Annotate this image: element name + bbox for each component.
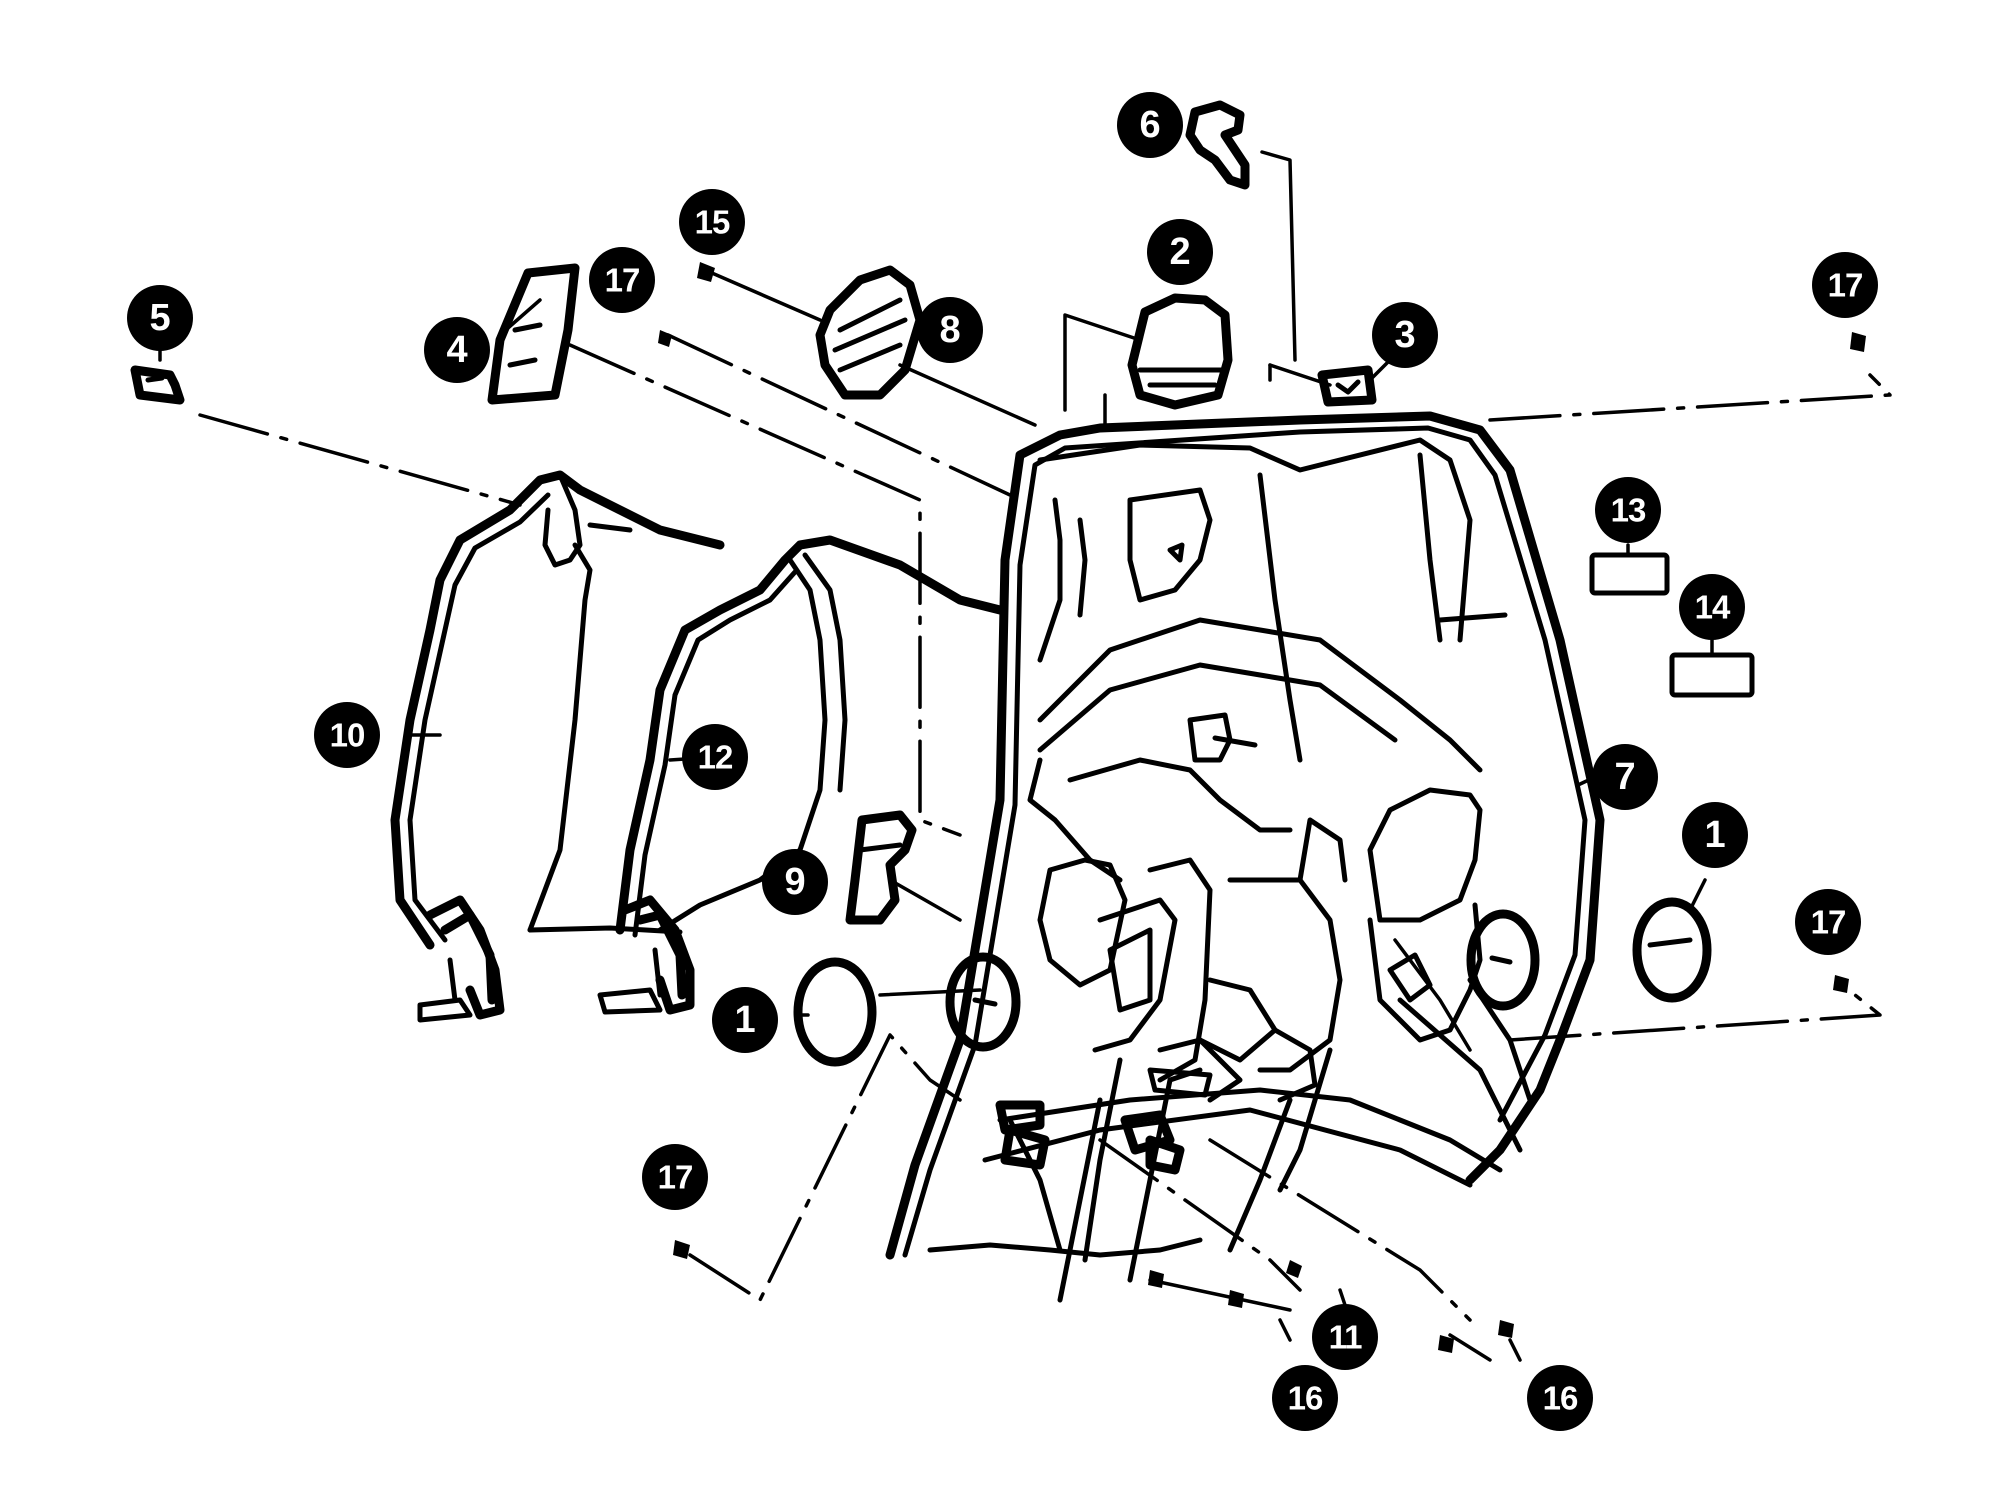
part-8-knob xyxy=(815,265,925,400)
svg-text:15: 15 xyxy=(695,204,730,241)
svg-text:13: 13 xyxy=(1611,492,1646,529)
callout-7: 7 xyxy=(1592,744,1658,810)
callout-8: 8 xyxy=(917,297,983,363)
svg-text:14: 14 xyxy=(1695,589,1731,626)
callout-12: 12 xyxy=(682,724,748,790)
part-5-clip xyxy=(130,365,185,405)
callout-3: 3 xyxy=(1372,302,1438,368)
svg-text:7: 7 xyxy=(1614,756,1635,798)
part-4-bracket xyxy=(487,263,580,405)
svg-text:11: 11 xyxy=(1329,1319,1363,1356)
screw-markers xyxy=(658,262,1866,1353)
part-14-label xyxy=(1669,652,1755,698)
callout-17-bottom-left: 17 xyxy=(642,1144,708,1210)
callout-1-right: 1 xyxy=(1682,802,1748,868)
callout-17-top-left: 17 xyxy=(589,247,655,313)
part-1-grommet-left-mount xyxy=(945,952,1021,1052)
part-1-grommet-right-mount xyxy=(1466,909,1540,1011)
part-9-bracket xyxy=(845,810,917,925)
svg-text:3: 3 xyxy=(1394,314,1415,356)
callout-15: 15 xyxy=(679,189,745,255)
callout-13: 13 xyxy=(1595,477,1661,543)
callout-6: 6 xyxy=(1117,92,1183,158)
svg-text:12: 12 xyxy=(698,739,733,776)
callout-17-top-right: 17 xyxy=(1812,252,1878,318)
svg-text:17: 17 xyxy=(658,1159,693,1196)
callout-4: 4 xyxy=(424,317,490,383)
callout-5: 5 xyxy=(127,285,193,351)
callout-9: 9 xyxy=(762,849,828,915)
seat-back-frame xyxy=(885,411,1605,1303)
part-3-clip xyxy=(1317,365,1377,407)
callout-2: 2 xyxy=(1147,219,1213,285)
svg-text:17: 17 xyxy=(1828,267,1863,304)
callout-11: 11 xyxy=(1312,1304,1378,1370)
svg-text:17: 17 xyxy=(1811,904,1846,941)
callout-17-mid-right: 17 xyxy=(1795,889,1861,955)
callout-10: 10 xyxy=(314,702,380,768)
svg-text:10: 10 xyxy=(330,717,365,754)
callout-1-left: 1 xyxy=(712,987,778,1053)
part-13-label xyxy=(1589,552,1670,596)
callout-14: 14 xyxy=(1679,574,1745,640)
part-1-grommet-left xyxy=(793,957,877,1067)
seat-back-panel-12 xyxy=(597,535,1005,1015)
callout-16-left: 16 xyxy=(1272,1365,1338,1431)
part-1-grommet-right xyxy=(1632,897,1712,1003)
svg-text:16: 16 xyxy=(1288,1380,1323,1417)
svg-text:1: 1 xyxy=(1704,814,1725,856)
svg-text:6: 6 xyxy=(1139,104,1160,146)
callout-16-right: 16 xyxy=(1527,1365,1593,1431)
seat-back-panel-10 xyxy=(390,470,725,1023)
part-2-headrest-guide xyxy=(1127,293,1233,410)
leader-lines xyxy=(158,150,1892,1362)
svg-text:4: 4 xyxy=(446,329,467,371)
svg-text:2: 2 xyxy=(1169,231,1190,273)
svg-text:17: 17 xyxy=(605,262,640,299)
svg-text:8: 8 xyxy=(939,309,960,351)
svg-text:9: 9 xyxy=(784,861,805,903)
svg-text:16: 16 xyxy=(1543,1380,1578,1417)
svg-text:5: 5 xyxy=(149,297,170,339)
svg-text:1: 1 xyxy=(734,999,755,1041)
part-6-bracket xyxy=(1185,100,1250,190)
